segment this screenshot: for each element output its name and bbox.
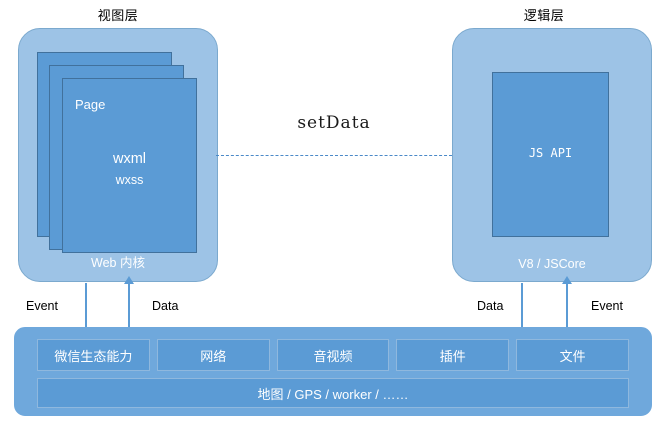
logic-layer-footer-label: V8 / JSCore — [518, 257, 586, 271]
view-data-label: Data — [152, 299, 179, 313]
setdata-connector-line — [216, 155, 452, 156]
native-cell-plugin: 插件 — [396, 339, 510, 371]
native-cell-misc: 地图 / GPS / worker / …… — [37, 378, 629, 408]
logic-event-label: Event — [591, 299, 623, 313]
js-api-box: JS API — [492, 72, 609, 237]
arrow-head-up-icon — [562, 276, 572, 284]
setdata-label: setData — [297, 113, 371, 133]
logic-data-label: Data — [477, 299, 504, 313]
view-event-arrow-down — [81, 283, 91, 335]
arrow-head-up-icon — [124, 276, 134, 284]
view-layer-footer-label: Web 内核 — [91, 256, 145, 270]
native-cell-wechat-ecosystem: 微信生态能力 — [37, 339, 150, 371]
view-layer-caption: 视图层 — [97, 8, 139, 23]
page-card-title: Page — [75, 97, 106, 112]
logic-layer-caption: 逻辑层 — [523, 8, 565, 23]
page-card-front: Page wxml wxss — [62, 78, 197, 253]
native-cell-file: 文件 — [516, 339, 629, 371]
view-data-arrow-up — [124, 276, 134, 328]
page-card-wxss-label: wxss — [115, 173, 144, 187]
view-event-label: Event — [26, 299, 58, 313]
native-cell-audio-video: 音视频 — [276, 339, 390, 371]
logic-event-arrow-up — [562, 276, 572, 328]
page-card-wxml-label: wxml — [112, 151, 147, 167]
native-capability-bar: 微信生态能力 网络 音视频 插件 文件 地图 / GPS / worker / … — [14, 327, 652, 416]
native-capability-row: 微信生态能力 网络 音视频 插件 文件 — [37, 339, 629, 371]
native-cell-network: 网络 — [156, 339, 270, 371]
js-api-label: JS API — [528, 146, 573, 160]
logic-data-arrow-down — [517, 283, 527, 335]
